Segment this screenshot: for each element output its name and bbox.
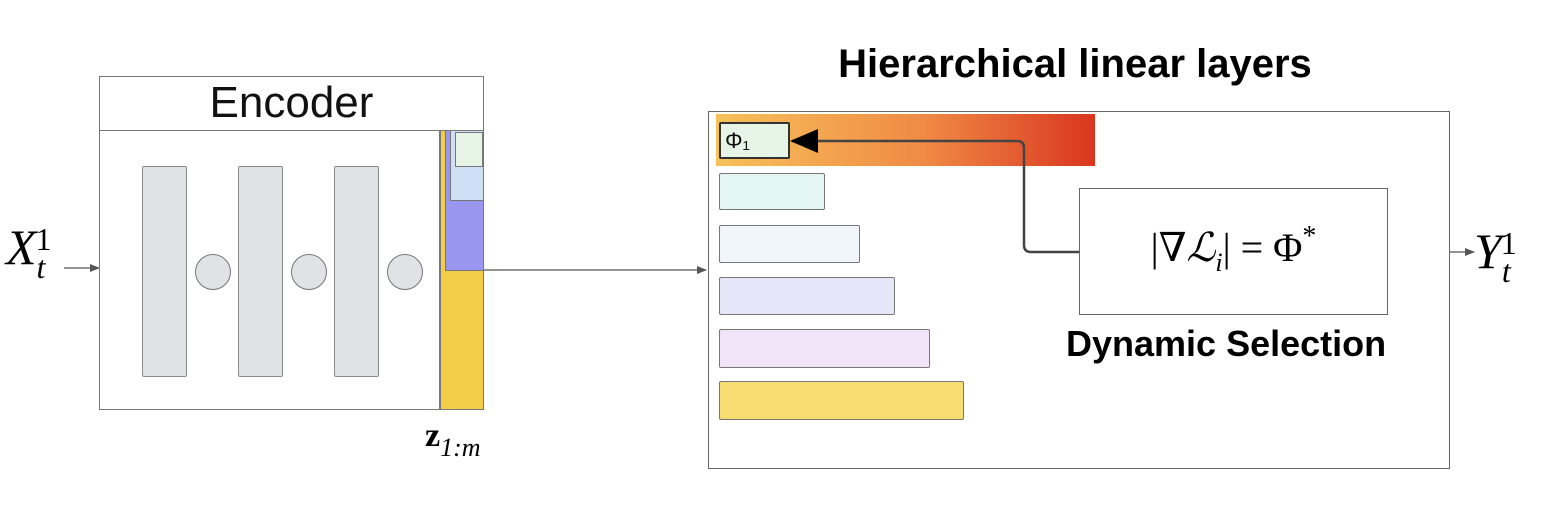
encoder-block-1 bbox=[142, 166, 187, 377]
input-sub: t bbox=[36, 249, 46, 285]
linear-layer-2 bbox=[719, 173, 825, 210]
selection-caption: Dynamic Selection bbox=[1066, 323, 1387, 364]
encoder-node-1 bbox=[195, 254, 231, 290]
linear-layer-5 bbox=[719, 329, 930, 368]
formula-rhs: | = Φ bbox=[1222, 225, 1303, 270]
linear-layer-3 bbox=[719, 225, 860, 263]
formula-lhs: |∇ bbox=[1150, 225, 1187, 270]
input-label: Xt1 bbox=[6, 219, 52, 283]
output-sup: 1 bbox=[1500, 225, 1517, 261]
hierarchy-title: Hierarchical linear layers bbox=[838, 42, 1312, 86]
encoder-node-2 bbox=[291, 254, 327, 290]
latent-label: z1:m bbox=[425, 417, 481, 461]
formula-loss: ℒ bbox=[1186, 225, 1216, 270]
encoder-block-2 bbox=[238, 166, 283, 377]
linear-layer-6 bbox=[719, 381, 964, 420]
input-sup: 1 bbox=[35, 221, 52, 257]
encoder-node-3 bbox=[387, 254, 423, 290]
selection-feedback-arrow bbox=[790, 129, 1079, 254]
encoder-title-box bbox=[99, 76, 484, 131]
formula-index: i bbox=[1215, 248, 1223, 277]
selection-formula: |∇ℒi| = Φ* bbox=[1079, 221, 1388, 277]
linear-layer-4 bbox=[719, 277, 895, 315]
output-label: Yt1 bbox=[1474, 223, 1517, 287]
encoder-title: Encoder bbox=[209, 78, 374, 127]
output-base: Y bbox=[1474, 223, 1502, 279]
output-sub: t bbox=[1501, 253, 1511, 289]
input-base: X bbox=[6, 219, 37, 275]
linear-layer-1 bbox=[719, 122, 790, 159]
latent-green bbox=[455, 132, 483, 167]
latent-base: z bbox=[425, 417, 441, 454]
linear-layer-1-label: Φ₁ bbox=[725, 128, 750, 153]
encoder-block-3 bbox=[334, 166, 379, 377]
formula-star: * bbox=[1302, 221, 1317, 252]
selection-box bbox=[1079, 188, 1388, 315]
latent-sub: 1:m bbox=[440, 433, 481, 462]
